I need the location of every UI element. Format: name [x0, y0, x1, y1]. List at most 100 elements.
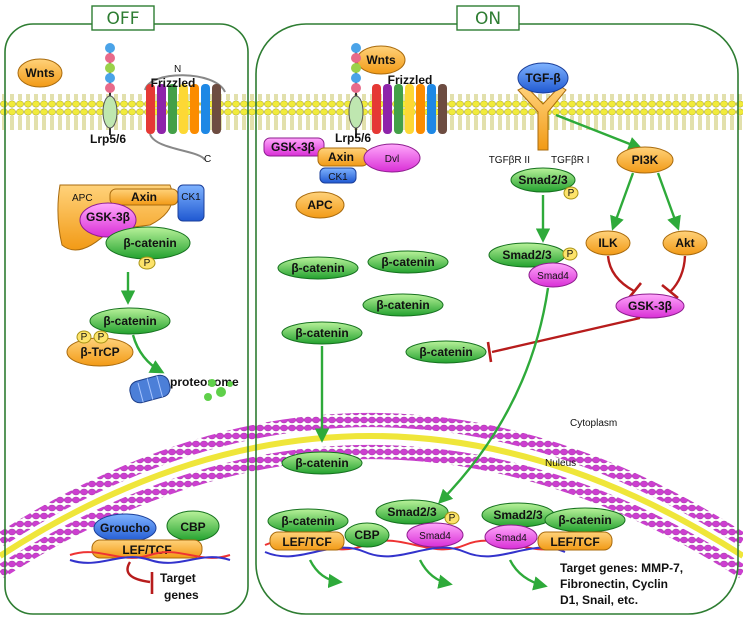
on-smad-dna-complex: Smad2/3 P Smad4	[375, 499, 464, 548]
pi3k-node: PI3K	[616, 146, 674, 174]
off-nucleus-complex: Groucho CBP LEF/TCF Target genes	[69, 510, 231, 602]
on-arrow-transcribe-1	[308, 559, 343, 589]
svg-text:Wnts: Wnts	[25, 66, 55, 80]
on-smad23-top: Smad2/3 P	[510, 167, 579, 200]
svg-text:β-catenin: β-catenin	[295, 326, 348, 340]
svg-text:Smad2/3: Smad2/3	[502, 248, 552, 262]
nucleus-label: Nuleus	[545, 458, 576, 469]
svg-text:CBP: CBP	[180, 520, 205, 534]
tgfb-receptor: TGF-β TGFβR II TGFβR I	[489, 62, 590, 166]
svg-text:Axin: Axin	[131, 190, 157, 204]
svg-text:proteosome: proteosome	[170, 375, 239, 389]
svg-text:CK1: CK1	[181, 192, 201, 203]
svg-text:TGF-β: TGF-β	[525, 71, 560, 85]
svg-text:Smad4: Smad4	[537, 271, 569, 282]
svg-text:GSK-3β: GSK-3β	[86, 210, 130, 224]
svg-text:GSK-3β: GSK-3β	[628, 299, 672, 313]
nuclear-envelope	[0, 413, 743, 578]
off-title-box	[91, 5, 155, 31]
svg-text:LEF/TCF: LEF/TCF	[282, 535, 331, 549]
on-arrow-transcribe-3	[508, 559, 548, 591]
on-target-genes: Target genes: MMP-7, Fibronectin, Cyclin…	[560, 561, 683, 607]
svg-text:PI3K: PI3K	[632, 153, 659, 167]
svg-text:TGFβR II: TGFβR II	[489, 155, 530, 166]
svg-text:Target genes: MMP-7,: Target genes: MMP-7,	[560, 561, 683, 575]
plasma-membrane	[0, 94, 743, 130]
svg-text:β-TrCP: β-TrCP	[80, 345, 119, 359]
svg-text:β-catenin: β-catenin	[295, 456, 348, 470]
svg-text:β-catenin: β-catenin	[103, 314, 156, 328]
on-gsk3b: GSK-3β	[615, 293, 685, 319]
svg-text:Target: Target	[160, 571, 196, 585]
svg-text:Frizzled: Frizzled	[388, 73, 433, 87]
svg-text:Groucho: Groucho	[100, 521, 150, 535]
svg-text:Smad2/3: Smad2/3	[493, 508, 543, 522]
svg-text:CBP: CBP	[354, 528, 379, 542]
ilk-node: ILK	[585, 230, 631, 256]
svg-text:APC: APC	[72, 193, 93, 204]
svg-text:N: N	[174, 64, 181, 75]
svg-text:ILK: ILK	[598, 236, 618, 250]
svg-text:Smad4: Smad4	[495, 533, 527, 544]
svg-text:TGFβR I: TGFβR I	[551, 155, 590, 166]
svg-text:genes: genes	[164, 588, 199, 602]
svg-text:β-catenin: β-catenin	[123, 236, 176, 250]
svg-text:LEF/TCF: LEF/TCF	[550, 535, 599, 549]
on-title: ON	[475, 9, 501, 29]
svg-text:P: P	[98, 332, 105, 343]
inhibit-akt-gsk	[669, 255, 687, 293]
on-title-box	[456, 5, 520, 31]
svg-text:Fibronectin, Cyclin: Fibronectin, Cyclin	[560, 577, 668, 591]
svg-text:Lrp5/6: Lrp5/6	[335, 131, 371, 145]
svg-text:β-catenin: β-catenin	[281, 514, 334, 528]
off-destruction-complex: APC Axin CK1 GSK-3β β-catenin P	[57, 184, 205, 270]
arrow-pi3k-akt	[656, 172, 681, 231]
off-title: OFF	[107, 9, 140, 29]
svg-text:P: P	[567, 249, 574, 260]
svg-text:β-catenin: β-catenin	[376, 298, 429, 312]
svg-text:Lrp5/6: Lrp5/6	[90, 132, 126, 146]
on-smad-lef-complex: Smad2/3 β-catenin Smad4 LEF/TCF	[481, 502, 626, 551]
svg-text:Smad2/3: Smad2/3	[518, 173, 568, 187]
svg-text:Axin: Axin	[328, 150, 354, 164]
on-arrow-smad-nucleus	[437, 287, 550, 505]
on-frizzled: Frizzled	[372, 73, 447, 134]
svg-text:β-catenin: β-catenin	[419, 345, 472, 359]
on-arrow-transcribe-2	[418, 559, 453, 589]
off-btrcp-complex: β-catenin β-TrCP P P	[66, 307, 171, 367]
svg-text:Wnts: Wnts	[366, 53, 396, 67]
on-lrp56: Lrp5/6	[335, 43, 371, 145]
svg-text:Frizzled: Frizzled	[151, 76, 196, 90]
svg-text:β-catenin: β-catenin	[381, 255, 434, 269]
off-lrp56: Lrp5/6	[90, 43, 126, 146]
on-smad-complex: Smad2/3 P Smad4	[488, 242, 578, 288]
on-wnts: Wnts	[356, 45, 406, 75]
arrow-pi3k-ilk	[610, 172, 635, 231]
svg-text:C: C	[204, 154, 211, 165]
svg-text:CK1: CK1	[328, 172, 348, 183]
svg-text:β-catenin: β-catenin	[558, 513, 611, 527]
svg-text:Smad4: Smad4	[419, 531, 451, 542]
svg-text:GSK-3β: GSK-3β	[271, 140, 315, 154]
akt-node: Akt	[662, 230, 708, 256]
on-nuclear-beta-catenin: β-catenin	[281, 451, 363, 475]
inhibit-gsk-catenin	[491, 316, 641, 354]
off-arrow-2	[131, 334, 165, 374]
off-frizzled: Frizzled N C	[144, 64, 226, 165]
inhibit-ilk-gsk	[606, 255, 635, 293]
svg-text:P: P	[144, 258, 151, 269]
svg-text:β-catenin: β-catenin	[291, 261, 344, 275]
svg-text:D1, Snail, etc.: D1, Snail, etc.	[560, 593, 638, 607]
on-signalosome: GSK-3β Axin CK1 Dvl APC	[263, 137, 421, 219]
on-beta-catenin-pool: β-catenin β-catenin β-catenin β-catenin …	[277, 250, 487, 364]
svg-text:P: P	[568, 188, 575, 199]
svg-text:Dvl: Dvl	[385, 154, 399, 165]
proteosome: proteosome	[129, 374, 239, 404]
off-wnts: Wnts	[17, 58, 63, 88]
svg-text:Akt: Akt	[675, 236, 694, 250]
on-lef-complex: β-catenin LEF/TCF CBP	[267, 508, 390, 551]
svg-text:P: P	[449, 513, 456, 524]
svg-text:Smad2/3: Smad2/3	[387, 505, 437, 519]
